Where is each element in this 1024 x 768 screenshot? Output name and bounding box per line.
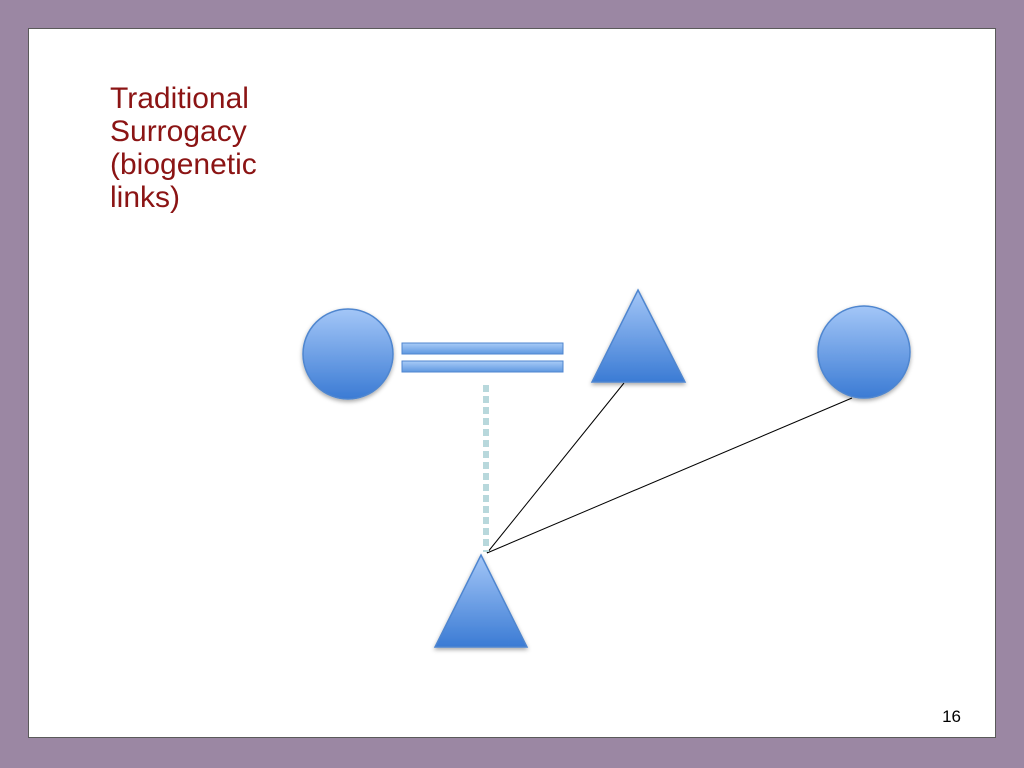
female-circle-intended-mother bbox=[302, 308, 394, 400]
title-line: links) bbox=[110, 181, 181, 214]
male-triangle-child bbox=[433, 553, 529, 648]
link-line-surrogate bbox=[486, 397, 853, 554]
link-line-father bbox=[486, 382, 625, 554]
marriage-bar-bottom bbox=[401, 360, 564, 373]
page-number: 16 bbox=[942, 707, 961, 726]
marriage-bar-top bbox=[401, 342, 564, 355]
title-line: (biogenetic bbox=[110, 148, 257, 181]
slide-title: Traditional Surrogacy (biogenetic links) bbox=[110, 82, 330, 214]
male-triangle-father bbox=[590, 288, 687, 383]
female-circle-surrogate bbox=[817, 305, 911, 399]
title-line: Traditional bbox=[110, 82, 249, 115]
title-line: Surrogacy bbox=[110, 115, 247, 148]
